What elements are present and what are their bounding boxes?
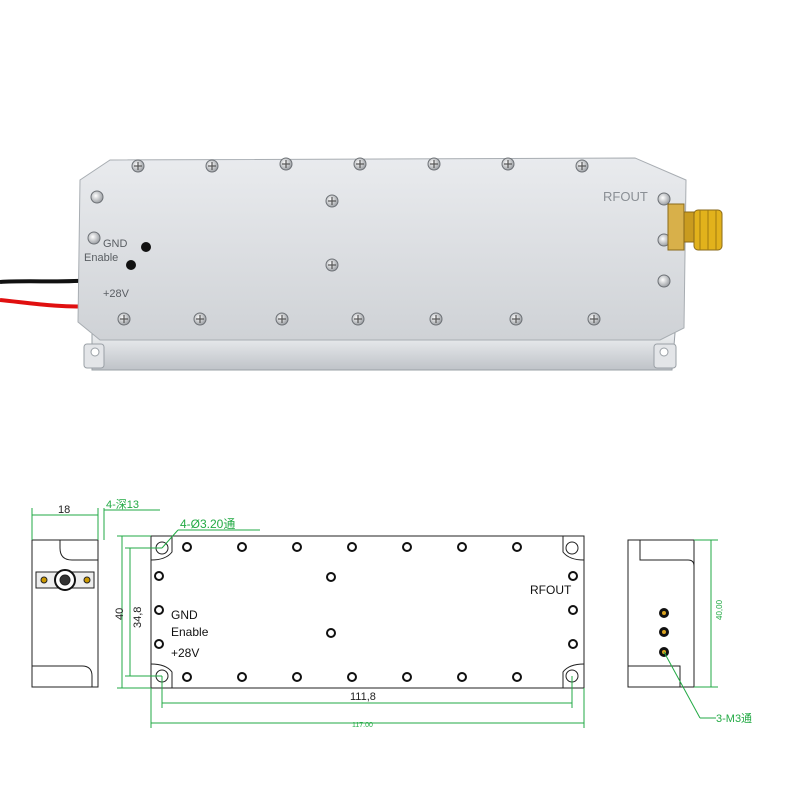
top-label-rfout: RFOUT — [530, 583, 572, 597]
top-view-drawing — [150, 535, 585, 689]
dim-length-outer: 117.00 — [352, 722, 373, 729]
thread-note: 3-M3通 — [716, 712, 752, 725]
side-depth-note: 4-深13 — [106, 498, 139, 511]
housing-top-face — [77, 157, 687, 341]
pin-hole-enable — [141, 242, 151, 252]
side-view-dims — [31, 508, 160, 540]
end-view-pins — [659, 608, 669, 657]
side-view-outline — [31, 539, 99, 688]
screw-slots — [120, 160, 598, 323]
end-view-drawing — [627, 539, 695, 688]
end-view-dims — [663, 539, 718, 719]
end-view-outline — [627, 539, 695, 688]
photo-label-v28: +28V — [103, 288, 130, 300]
side-view-drawing — [31, 539, 99, 688]
top-view-outline — [150, 535, 585, 689]
top-label-v28: +28V — [171, 646, 199, 660]
hole-note: 4-Ø3.20通 — [180, 517, 235, 531]
end-height-dim: 40,00 — [715, 599, 724, 620]
pin-hole-v28 — [126, 260, 136, 270]
top-view-screws — [154, 542, 578, 682]
top-view-dims — [117, 529, 585, 728]
photo-label-enable: Enable — [84, 252, 118, 264]
top-label-enable: Enable — [171, 625, 209, 639]
dim-length-inner: 111,8 — [350, 691, 376, 703]
product-photo: GND Enable +28V RFOUT — [0, 157, 723, 371]
dim-height-inner: 34,8 — [132, 607, 144, 628]
photo-label-rfout: RFOUT — [603, 189, 648, 204]
photo-label-gnd: GND — [103, 238, 128, 250]
side-width-dim: 18 — [58, 504, 70, 516]
top-label-gnd: GND — [171, 608, 198, 622]
dim-height-outer: 40 — [114, 608, 126, 620]
corner-hole-tr — [565, 541, 579, 555]
sma-connector — [667, 203, 723, 251]
